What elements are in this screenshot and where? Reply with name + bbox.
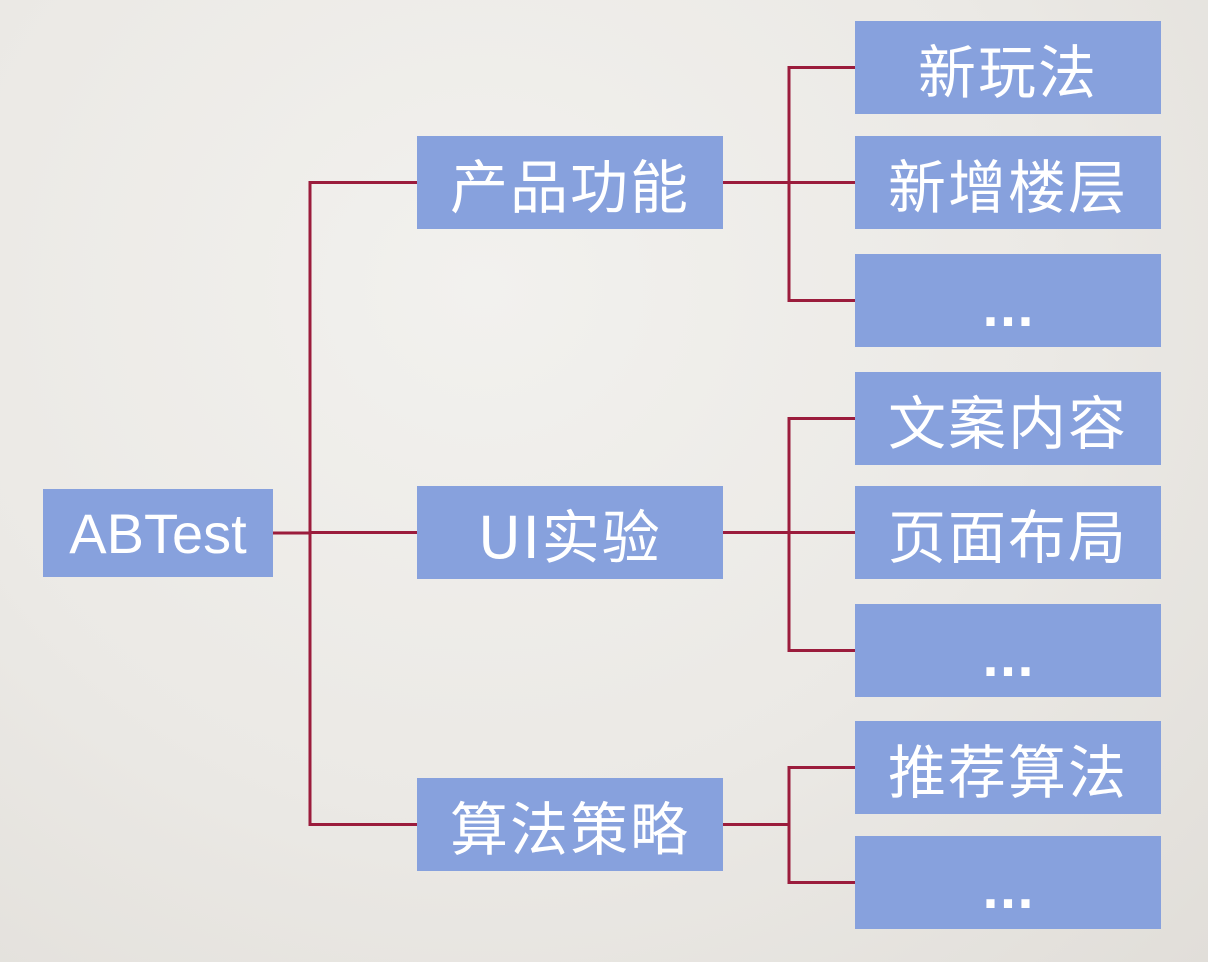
leaf-node-recommendation-algorithm: 推荐算法 xyxy=(855,721,1161,814)
branch-node-ui-experiment: UI实验 xyxy=(417,486,723,579)
leaf-node-new-gameplay: 新玩法 xyxy=(855,21,1161,114)
root-node: ABTest xyxy=(43,489,273,577)
leaf-node-more: ... xyxy=(855,836,1161,929)
leaf-node-more: ... xyxy=(855,604,1161,697)
leaf-node-more: ... xyxy=(855,254,1161,347)
branch-node-product-features: 产品功能 xyxy=(417,136,723,229)
branch-node-algorithm-strategy: 算法策略 xyxy=(417,778,723,871)
leaf-node-copy-content: 文案内容 xyxy=(855,372,1161,465)
leaf-node-page-layout: 页面布局 xyxy=(855,486,1161,579)
leaf-node-new-floor: 新增楼层 xyxy=(855,136,1161,229)
